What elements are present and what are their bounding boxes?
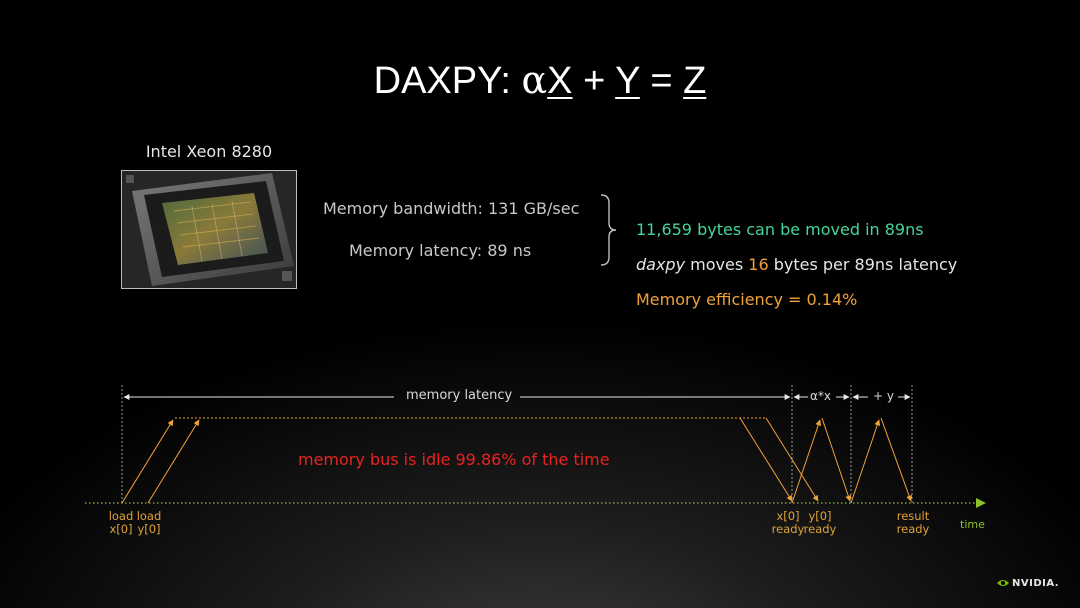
- request-y-line: [147, 419, 200, 504]
- time-label: time: [960, 518, 985, 531]
- chip-image: [121, 170, 297, 289]
- alpha-x-label: α*x: [810, 389, 832, 403]
- load-y-label: load y[0]: [132, 510, 166, 536]
- title-y: Y: [615, 60, 640, 102]
- x-ready-label: x[0] ready: [770, 510, 806, 536]
- idle-message: memory bus is idle 99.86% of the time: [298, 450, 610, 469]
- bytes-per-latency-text: bytes per 89ns latency: [768, 255, 958, 274]
- title-eq: =: [639, 60, 684, 102]
- compute-alpha-up: [791, 419, 822, 504]
- compute-add-up: [850, 419, 881, 504]
- load-x-label: load x[0]: [104, 510, 138, 536]
- title-x: X: [547, 60, 573, 102]
- title-prefix: DAXPY:: [373, 60, 522, 102]
- result-ready-line2: ready: [896, 522, 930, 536]
- statement-bytes-moved: 11,659 bytes can be moved in 89ns: [636, 220, 924, 239]
- load-y-line2: y[0]: [137, 522, 161, 536]
- spec-bandwidth: Memory bandwidth: 131 GB/sec: [323, 199, 580, 218]
- time-axis-arrowhead: [976, 498, 986, 508]
- load-y-line1: load: [136, 509, 162, 523]
- request-x-line: [121, 419, 174, 504]
- load-x-line2: x[0]: [109, 522, 133, 536]
- plus-y-label: + y: [873, 389, 894, 403]
- moves-text: moves: [685, 255, 749, 274]
- bytes-count: 16: [748, 255, 769, 274]
- return-y-line: [765, 417, 819, 502]
- return-x-line: [739, 417, 793, 502]
- compute-add-down: [880, 417, 912, 502]
- x-ready-line1: x[0]: [776, 509, 800, 523]
- spec-latency: Memory latency: 89 ns: [349, 241, 532, 260]
- title-alpha: α: [521, 58, 548, 102]
- statement-daxpy: daxpy moves 16 bytes per 89ns latency: [636, 255, 957, 274]
- title-z: Z: [683, 60, 707, 102]
- nvidia-eye-icon: [997, 580, 1009, 586]
- cpu-chip-illustration: [122, 171, 296, 288]
- x-ready-line2: ready: [771, 522, 805, 536]
- timeline-diagram: [85, 385, 986, 508]
- daxpy-word: daxpy: [636, 255, 686, 274]
- result-ready-line1: result: [896, 509, 930, 523]
- y-ready-label: y[0] ready: [802, 510, 838, 536]
- compute-alpha-down: [821, 417, 852, 502]
- statement-efficiency: Memory efficiency = 0.14%: [636, 290, 858, 309]
- curly-brace: [600, 194, 617, 266]
- y-ready-line2: ready: [803, 522, 837, 536]
- result-ready-label: result ready: [892, 510, 934, 536]
- nvidia-logo: NVIDIA.: [1012, 578, 1060, 589]
- y-ready-line1: y[0]: [808, 509, 832, 523]
- slide-title: DAXPY: αX + Y = Z: [0, 58, 1080, 103]
- load-x-line1: load: [108, 509, 134, 523]
- title-plus: +: [572, 60, 616, 102]
- chip-label: Intel Xeon 8280: [145, 142, 273, 161]
- memory-latency-label: memory latency: [406, 388, 513, 403]
